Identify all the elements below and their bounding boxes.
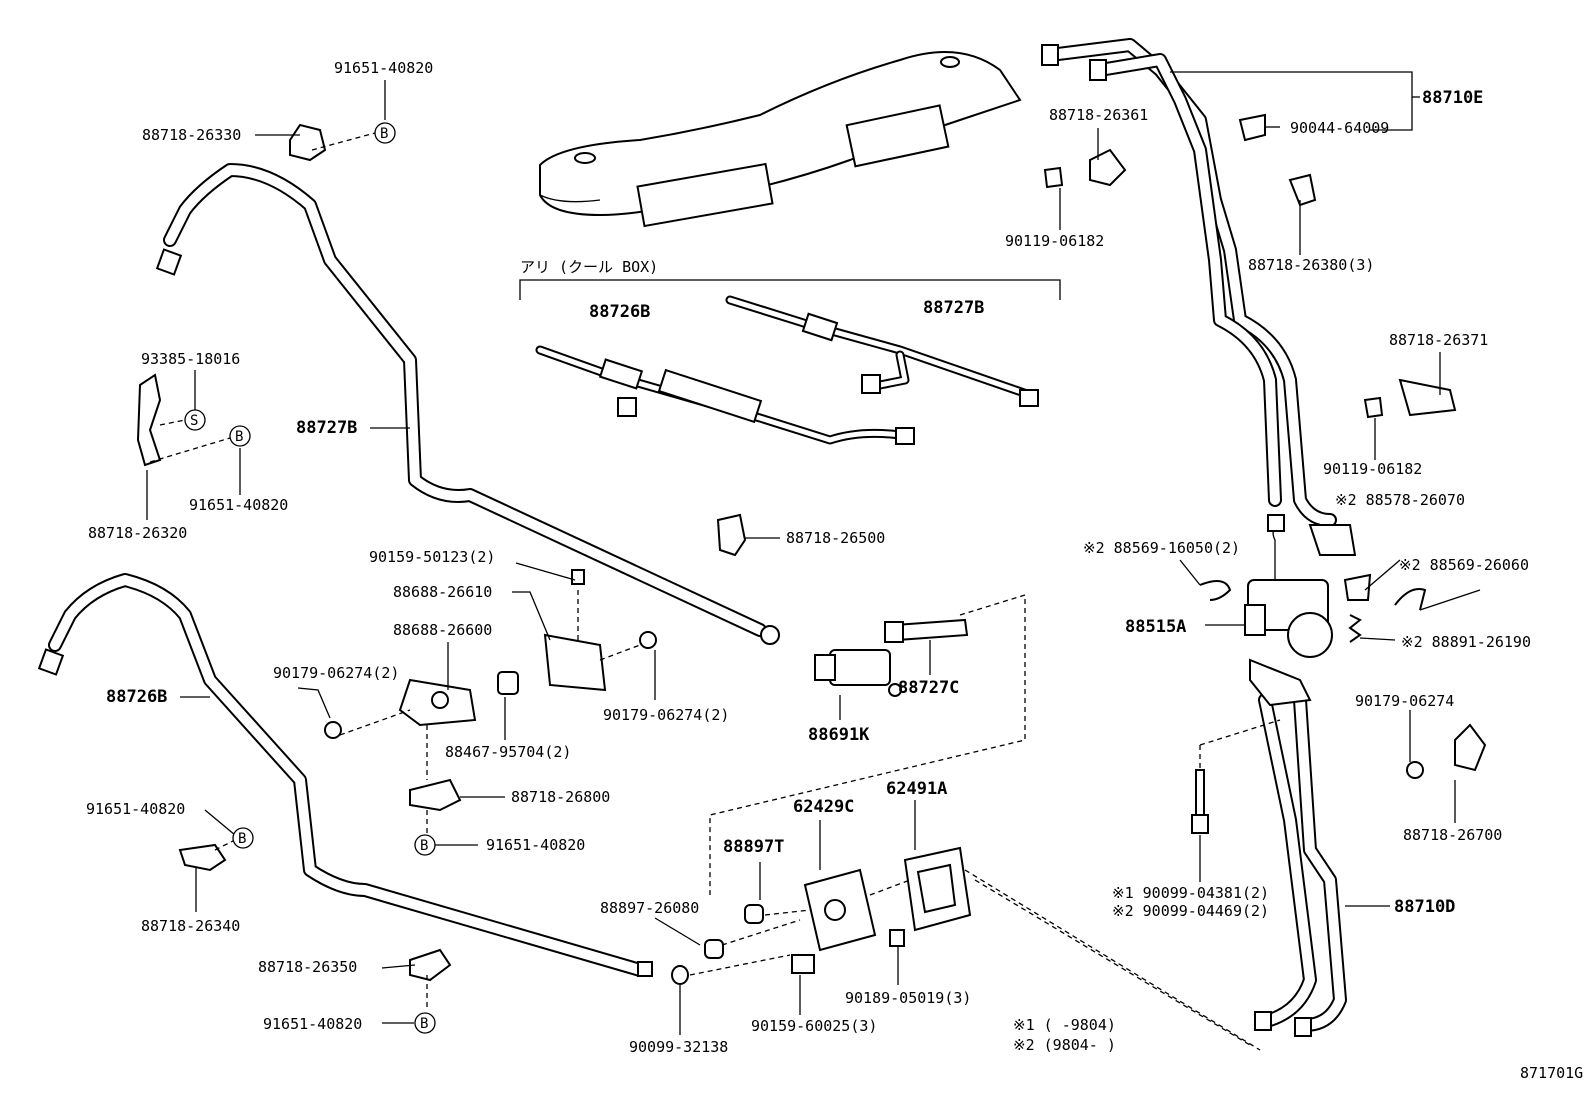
bolt-b-letter: B <box>420 838 428 854</box>
label-88578: ※2 88578-26070 <box>1335 491 1465 509</box>
note-2: ※2 (9804- ) <box>1013 1036 1116 1054</box>
bolt-90099 <box>1191 769 1209 834</box>
label-88718-26330: 88718-26330 <box>142 126 241 144</box>
wire-88569-b <box>1394 588 1427 611</box>
label-90179-left: 90179-06274(2) <box>273 664 399 682</box>
label-90099-32138: 90099-32138 <box>629 1038 728 1056</box>
part-labels: 91651-40820 88718-26330 93385-18016 8872… <box>86 59 1583 1082</box>
bolt-b-symbol <box>414 834 436 856</box>
label-88897-26080: 88897-26080 <box>600 899 699 917</box>
note-1: ※1 ( -9804) <box>1013 1016 1116 1034</box>
label-88710d: 88710D <box>1394 897 1455 917</box>
label-88718-26500: 88718-26500 <box>786 529 885 547</box>
clamps <box>136 113 1487 982</box>
label-88569-16050: ※2 88569-16050(2) <box>1083 539 1240 557</box>
label-90159-50123: 90159-50123(2) <box>369 548 495 566</box>
label-91651-lower: 91651-40820 <box>86 800 185 818</box>
label-62429c: 62429C <box>793 797 854 817</box>
label-88727b-box: 88727B <box>923 298 984 318</box>
label-88718-26350: 88718-26350 <box>258 958 357 976</box>
label-88718-26340: 88718-26340 <box>141 917 240 935</box>
label-88718-26361: 88718-26361 <box>1049 106 1148 124</box>
bracket-88688 <box>324 569 657 739</box>
label-88718-26700: 88718-26700 <box>1403 826 1502 844</box>
label-88718-26371: 88718-26371 <box>1389 331 1488 349</box>
bolt-b-letter: B <box>238 831 246 847</box>
leader-lines <box>146 71 1481 1051</box>
label-88688-26610: 88688-26610 <box>393 583 492 601</box>
screw-s-symbol <box>184 409 206 431</box>
label-88727b-left: 88727B <box>296 418 357 438</box>
pipe-88710e <box>1041 38 1357 556</box>
pipe-88710d <box>1254 693 1347 1037</box>
spring-88891 <box>1348 614 1362 643</box>
label-91651-center: 91651-40820 <box>486 836 585 854</box>
label-88718-26320: 88718-26320 <box>88 524 187 542</box>
bolt-symbols: B S B B B B <box>184 122 436 1034</box>
cooler-duct <box>539 51 1022 228</box>
label-88467: 88467-95704(2) <box>445 743 571 761</box>
pipe-88726b-box <box>535 345 915 445</box>
label-90119-top: 90119-06182 <box>1005 232 1104 250</box>
label-90099-04381: ※1 90099-04381(2) <box>1112 884 1269 902</box>
pipe-88727b-box <box>725 295 1039 407</box>
label-90119-right: 90119-06182 <box>1323 460 1422 478</box>
bolt-b-symbol <box>232 827 254 849</box>
seal-and-plate <box>671 846 972 985</box>
label-93385-18016: 93385-18016 <box>141 350 240 368</box>
pipe-88726b-left <box>37 573 653 977</box>
label-90189: 90189-05019(3) <box>845 989 971 1007</box>
pipe-88727b-left <box>155 163 780 645</box>
wire-88569 <box>1199 580 1232 601</box>
bolt-b-letter: B <box>420 1016 428 1032</box>
label-91651-top: 91651-40820 <box>334 59 433 77</box>
bolt-b-letter: B <box>235 429 243 445</box>
label-88691k: 88691K <box>808 725 870 745</box>
label-88718-26380: 88718-26380(3) <box>1248 256 1374 274</box>
bolt-b-symbol <box>414 1012 436 1034</box>
label-88718-26800: 88718-26800 <box>511 788 610 806</box>
label-88726b-left: 88726B <box>106 687 167 707</box>
label-88726b-box: 88726B <box>589 302 650 322</box>
screw-s-letter: S <box>190 413 198 429</box>
cool-box-bracket <box>519 279 1061 300</box>
label-cool-box: アリ (クール BOX) <box>520 258 658 276</box>
expansion-valve-88515a <box>1244 514 1333 707</box>
label-62491a: 62491A <box>886 779 947 799</box>
label-91651-bottom: 91651-40820 <box>263 1015 362 1033</box>
label-88515a: 88515A <box>1125 617 1186 637</box>
label-88569-26060: ※2 88569-26060 <box>1399 556 1529 574</box>
label-88688-26600: 88688-26600 <box>393 621 492 639</box>
label-90099-04469: ※2 90099-04469(2) <box>1112 902 1269 920</box>
label-88710e: 88710E <box>1422 88 1483 108</box>
label-90159-60025: 90159-60025(3) <box>751 1017 877 1035</box>
bolt-b-letter: B <box>380 126 388 142</box>
label-90179-mid: 90179-06274(2) <box>603 706 729 724</box>
label-90044: 90044-64009 <box>1290 119 1389 137</box>
bolt-b-symbol <box>374 122 396 144</box>
label-90179-right: 90179-06274 <box>1355 692 1454 710</box>
label-88727c: 88727C <box>898 678 959 698</box>
label-88897t: 88897T <box>723 837 784 857</box>
label-91651-mid: 91651-40820 <box>189 496 288 514</box>
bolt-b-symbol <box>229 425 251 447</box>
switch-88691k <box>814 618 969 697</box>
diagram-code: 871701G <box>1520 1064 1583 1082</box>
label-88891: ※2 88891-26190 <box>1401 633 1531 651</box>
